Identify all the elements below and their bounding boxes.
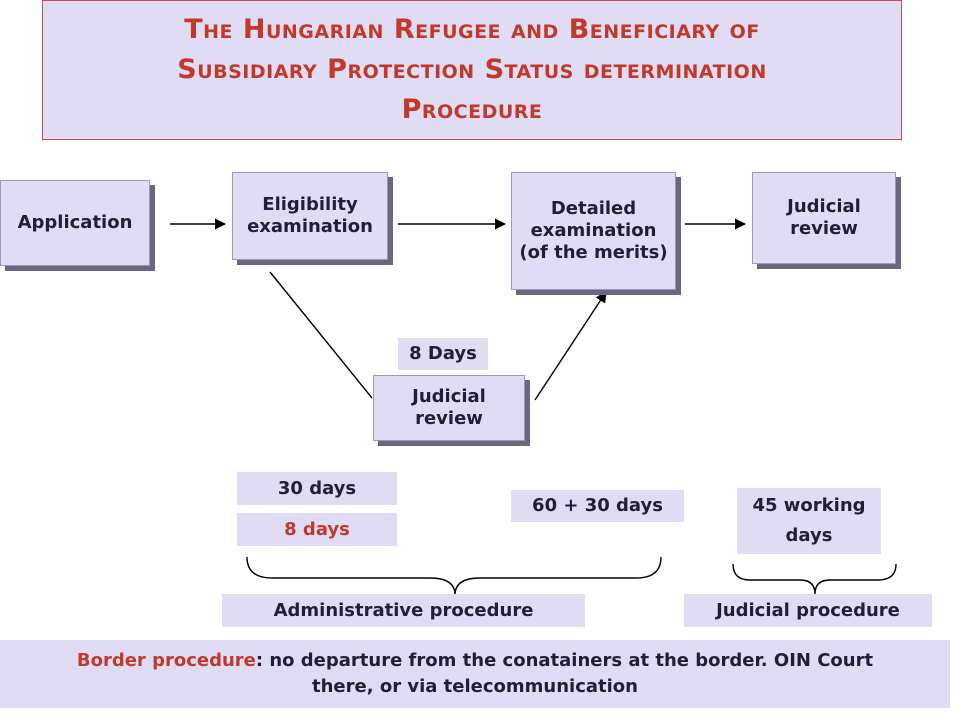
border-procedure-note: Border procedure: no departure from the …	[0, 640, 950, 708]
title-line-1: The Hungarian Refugee and Beneficiary of	[184, 14, 760, 45]
border-days-text: 8 days	[284, 518, 350, 540]
border-procedure-label: Border procedure	[76, 650, 256, 671]
detailed-line-1: Detailed	[550, 198, 637, 219]
application-box: Application	[0, 180, 150, 266]
brace-administrative	[246, 556, 662, 596]
review-days-text: 8 Days	[409, 343, 477, 364]
detailed-line-2: examination	[530, 220, 657, 241]
admin-days-text: 30 days	[277, 477, 357, 499]
line-eligibility-to-review	[269, 271, 373, 399]
judicial-days-line-2: days	[785, 525, 833, 546]
merits-days-badge: 60 + 30 days	[511, 490, 684, 522]
arrow-review-to-detailed	[534, 291, 607, 401]
admin-days-badge: 30 days	[237, 472, 397, 505]
eligibility-examination-box: Eligibility examination	[232, 172, 388, 260]
title-line-3: Procedure	[401, 94, 543, 125]
detailed-examination-box: Detailed examination (of the merits)	[511, 172, 676, 290]
title-line-2: Subsidiary Protection Status determinati…	[177, 54, 767, 85]
judicial-procedure-label: Judicial procedure	[684, 594, 932, 627]
application-label: Application	[17, 212, 133, 233]
judicial-days-line-1: 45 working	[752, 495, 866, 516]
mid-review-line-1: Judicial	[412, 386, 486, 407]
review-days-badge: 8 Days	[398, 338, 488, 370]
judicial-days-badge: 45 working days	[737, 488, 881, 554]
border-procedure-text-1: : no departure from the conatainers at t…	[255, 650, 874, 671]
judicial-review-box: Judicial review	[752, 172, 896, 264]
brace-judicial	[732, 563, 897, 595]
detailed-line-3: (of the merits)	[519, 242, 668, 263]
judicial-review-line-1: Judicial	[787, 196, 861, 217]
administrative-procedure-text: Administrative procedure	[273, 599, 534, 621]
eligibility-line-2: examination	[247, 216, 373, 237]
page-title: The Hungarian Refugee and Beneficiary of…	[42, 0, 902, 140]
border-procedure-text-2: there, or via telecommunication	[312, 676, 638, 697]
border-days-badge: 8 days	[237, 513, 397, 546]
administrative-procedure-label: Administrative procedure	[222, 594, 585, 627]
judicial-procedure-text: Judicial procedure	[716, 599, 900, 621]
mid-judicial-review-box: Judicial review	[373, 375, 525, 441]
judicial-review-line-2: review	[790, 218, 858, 239]
merits-days-text: 60 + 30 days	[532, 495, 663, 516]
eligibility-line-1: Eligibility	[262, 194, 358, 215]
mid-review-line-2: review	[415, 408, 483, 429]
